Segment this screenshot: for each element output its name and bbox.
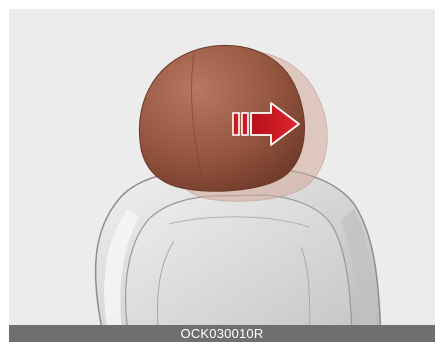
figure-code: OCK030010R [181,325,264,342]
caption-bar: OCK030010R [9,325,435,342]
headrest-adjustment-figure: OCK030010R [9,9,435,342]
seat-illustration [9,9,435,342]
